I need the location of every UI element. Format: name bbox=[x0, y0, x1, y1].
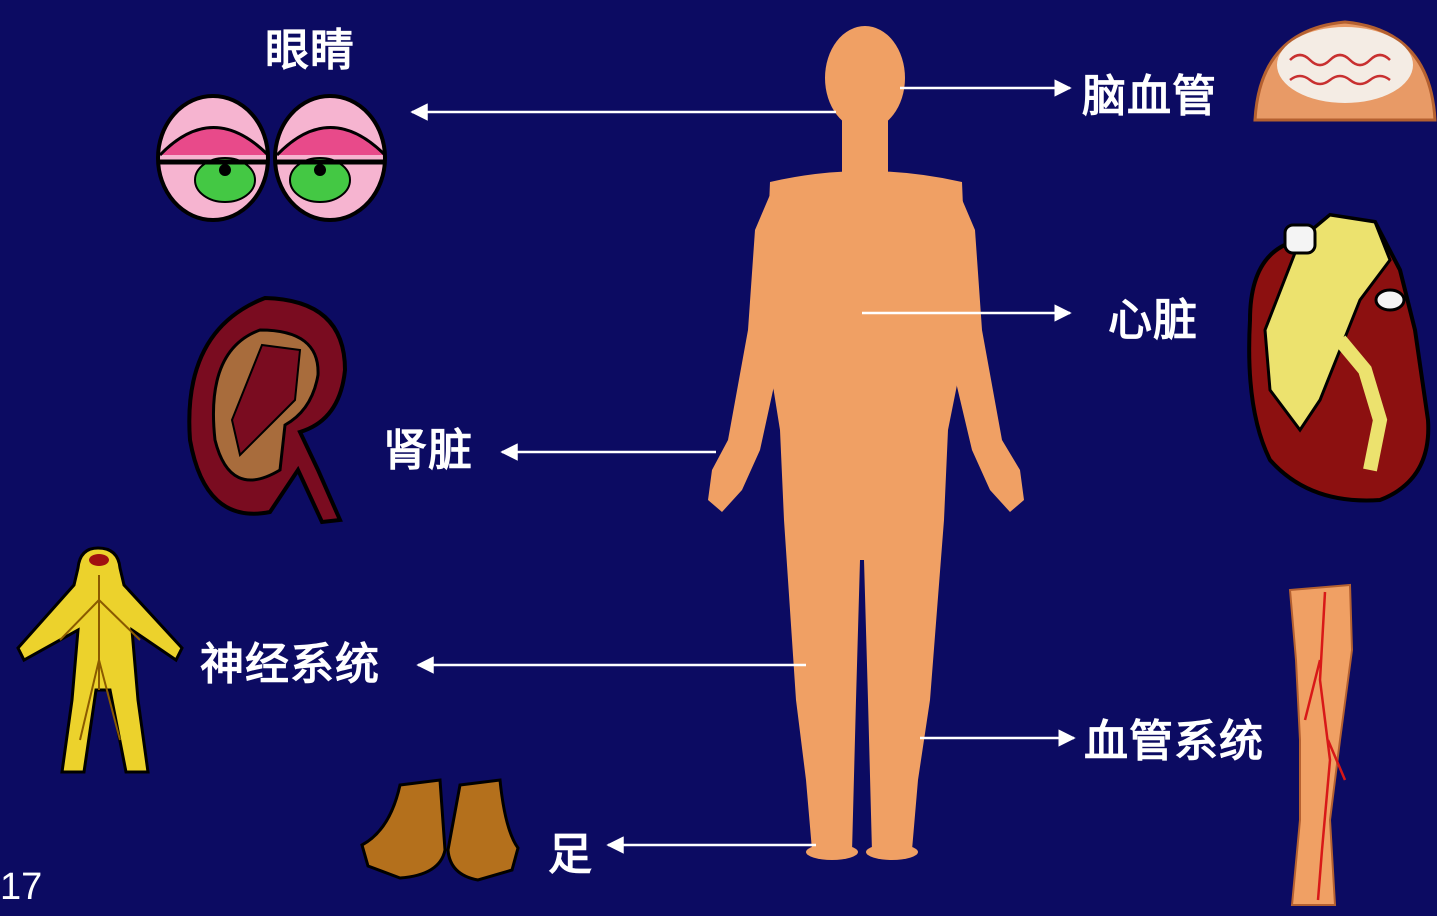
label-brain-vessels: 脑血管 bbox=[1082, 60, 1217, 124]
nervous-system-illustration bbox=[18, 548, 182, 772]
feet-illustration bbox=[362, 780, 518, 880]
brain-illustration bbox=[1255, 22, 1435, 120]
heart-illustration bbox=[1249, 215, 1428, 501]
label-heart: 心脏 bbox=[1108, 284, 1198, 348]
label-eyes: 眼睛 bbox=[265, 14, 355, 78]
human-body-silhouette bbox=[708, 26, 1024, 860]
label-foot: 足 bbox=[548, 818, 593, 882]
label-vascular-system: 血管系统 bbox=[1084, 705, 1264, 769]
page-number: 17 bbox=[0, 866, 42, 909]
leg-illustration bbox=[1290, 585, 1352, 905]
label-nervous-system: 神经系统 bbox=[200, 628, 380, 692]
eyes-illustration bbox=[158, 96, 385, 220]
label-kidney: 肾脏 bbox=[383, 414, 473, 478]
kidney-illustration bbox=[189, 298, 345, 522]
